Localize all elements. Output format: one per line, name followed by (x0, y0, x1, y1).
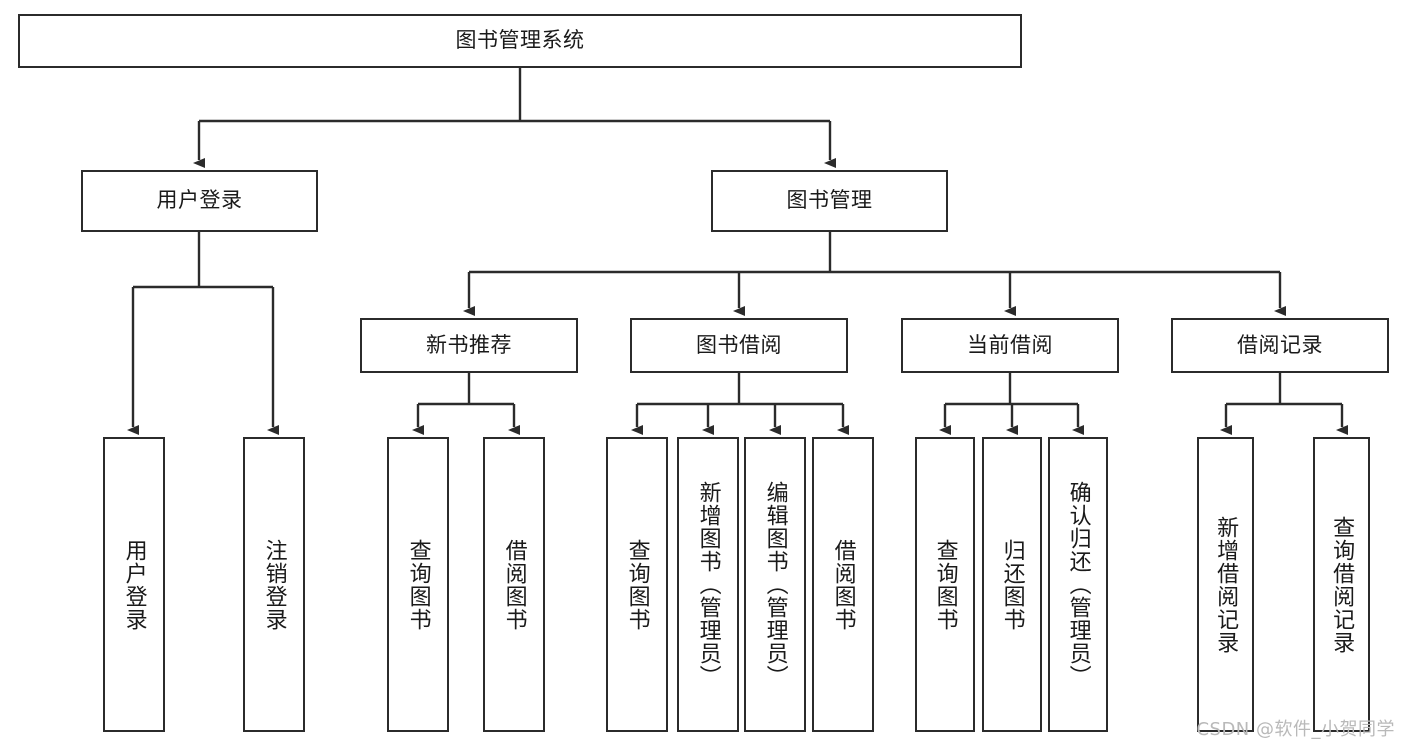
node-book-manage[interactable]: 图书管理 (711, 170, 948, 232)
node-leaf-query-book-current[interactable]: 查询图书 (915, 437, 975, 732)
node-root-system[interactable]: 图书管理系统 (18, 14, 1022, 68)
node-label: 查询借阅记录 (1329, 515, 1355, 654)
node-user-login[interactable]: 用户登录 (81, 170, 318, 232)
node-leaf-query-book-recommend[interactable]: 查询图书 (387, 437, 449, 732)
node-label: 查询图书 (932, 538, 958, 631)
node-leaf-user-logout[interactable]: 注销登录 (243, 437, 305, 732)
node-label: 用户登录 (121, 538, 147, 631)
node-label: 图书借阅 (696, 332, 782, 357)
node-label: 注销登录 (261, 538, 287, 631)
node-leaf-add-book-admin[interactable]: 新增图书（管理员） (677, 437, 739, 732)
node-leaf-add-borrow-record[interactable]: 新增借阅记录 (1197, 437, 1254, 732)
node-leaf-return-book[interactable]: 归还图书 (982, 437, 1042, 732)
node-book-borrow[interactable]: 图书借阅 (630, 318, 848, 373)
node-label: 用户登录 (156, 188, 243, 213)
node-label: 借阅图书 (830, 538, 856, 631)
node-leaf-confirm-return-admin[interactable]: 确认归还（管理员） (1048, 437, 1108, 732)
node-new-book-recommend[interactable]: 新书推荐 (360, 318, 578, 373)
node-label: 编辑图书（管理员） (762, 481, 788, 688)
node-leaf-user-login[interactable]: 用户登录 (103, 437, 165, 732)
node-leaf-borrow-book-recommend[interactable]: 借阅图书 (483, 437, 545, 732)
node-leaf-query-borrow-record[interactable]: 查询借阅记录 (1313, 437, 1370, 732)
node-label: 借阅图书 (501, 538, 527, 631)
node-leaf-borrow-book[interactable]: 借阅图书 (812, 437, 874, 732)
node-borrow-record[interactable]: 借阅记录 (1171, 318, 1389, 373)
watermark-text: CSDN @软件_小贺同学 (1196, 719, 1395, 740)
node-label: 图书管理 (786, 188, 873, 213)
node-label: 当前借阅 (967, 332, 1053, 357)
node-leaf-edit-book-admin[interactable]: 编辑图书（管理员） (744, 437, 806, 732)
node-current-borrow[interactable]: 当前借阅 (901, 318, 1119, 373)
node-label: 新增借阅记录 (1213, 515, 1239, 654)
node-label: 查询图书 (624, 538, 650, 631)
node-label: 新增图书（管理员） (695, 481, 721, 688)
node-label: 查询图书 (405, 538, 431, 631)
node-label: 借阅记录 (1237, 332, 1323, 357)
node-label: 归还图书 (999, 538, 1025, 631)
node-leaf-query-book-borrow[interactable]: 查询图书 (606, 437, 668, 732)
node-label: 图书管理系统 (455, 28, 585, 53)
node-label: 新书推荐 (426, 332, 512, 357)
node-label: 确认归还（管理员） (1065, 481, 1091, 688)
